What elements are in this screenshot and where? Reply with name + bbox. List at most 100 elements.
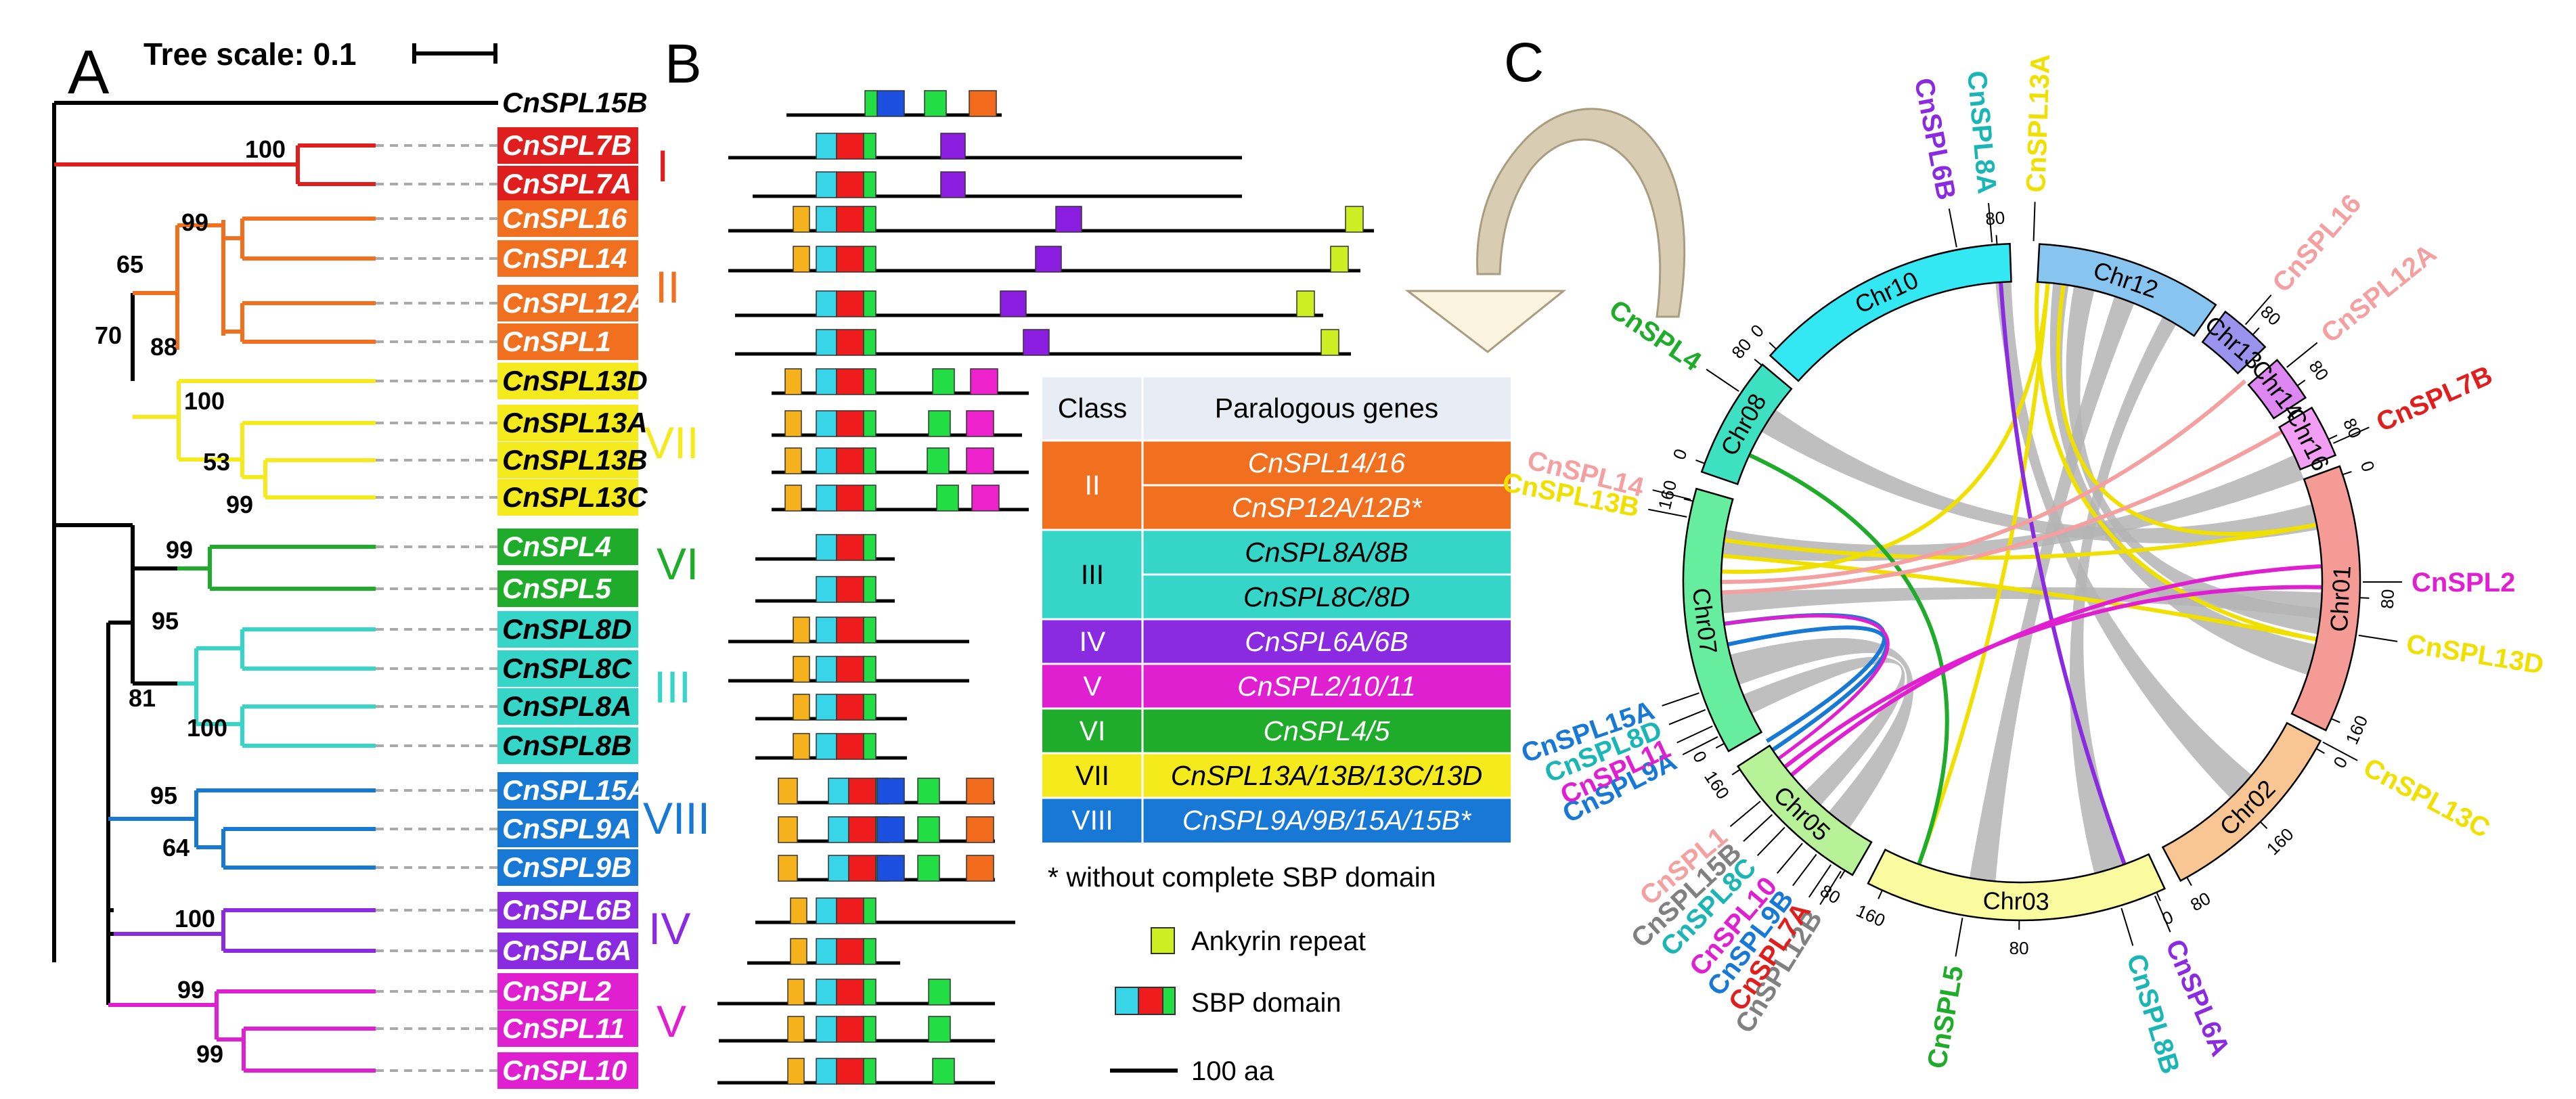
paralog-link	[1783, 585, 2322, 769]
chromosome-tick	[2259, 821, 2268, 830]
cyan-domain	[816, 485, 837, 512]
red-domain	[836, 329, 864, 356]
protein-structure	[728, 616, 969, 644]
leaf-label: CnSPL13A	[502, 407, 648, 439]
gene-label: CnSPL12A	[2315, 238, 2442, 349]
bootstrap-value: 95	[152, 607, 179, 635]
synteny-ribbon	[1969, 296, 2135, 882]
leaf-label-bg	[497, 240, 638, 277]
protein-structure	[728, 133, 1242, 160]
paralog-link	[1720, 379, 2246, 584]
gene-label: CnSPL2	[2412, 568, 2515, 598]
green-domain	[932, 1058, 955, 1085]
leaf-label-bg	[497, 570, 638, 607]
ankyrin-domain	[1296, 290, 1315, 317]
protein-structure	[719, 1016, 995, 1043]
chromosome-tick-label: 80	[2187, 888, 2214, 915]
cyan-domain	[816, 206, 837, 233]
cyan-domain	[816, 897, 837, 924]
red-domain	[836, 897, 864, 924]
bootstrap-value: 99	[177, 976, 204, 1004]
gene-marker	[1706, 368, 1739, 392]
dorange-domain	[966, 855, 994, 882]
table-class-cell: VII	[1075, 760, 1109, 791]
gene-marker	[1948, 208, 1957, 248]
bootstrap-value: 100	[187, 714, 227, 742]
green-domain	[863, 576, 876, 603]
synteny-ribbon	[1743, 656, 1905, 805]
protein-structure	[728, 656, 969, 683]
bootstrap-value: 99	[196, 1040, 223, 1068]
leaf-label-bg	[497, 849, 638, 886]
green-domain	[863, 656, 876, 683]
cyan-domain	[828, 778, 849, 805]
gene-marker	[1808, 864, 1831, 898]
green-domain	[863, 133, 876, 160]
chromosome-tick	[1769, 342, 1777, 350]
green-domain	[924, 90, 947, 117]
green-domain	[863, 329, 876, 356]
panel-a: A Tree scale: 0.1	[52, 37, 710, 1089]
chromosome-segment	[1769, 243, 2012, 382]
leaf-label-bg	[497, 688, 638, 725]
cyan-domain	[828, 855, 849, 882]
chromosome-segment	[1682, 487, 1763, 753]
leaf-label: CnSPL15A	[502, 774, 648, 806]
chromosome-name: Chr01	[2325, 565, 2356, 633]
panel-a-letter: A	[68, 38, 110, 107]
bootstrap-value: 95	[150, 782, 177, 809]
synteny-ribbon	[1761, 409, 2318, 543]
paralog-link	[1722, 554, 2317, 642]
chromosome-segment	[1736, 744, 1873, 876]
leaf-label-bg	[497, 363, 638, 399]
green-domain	[863, 447, 876, 474]
bootstrap-value: 99	[181, 208, 208, 236]
chromosome-tick-label: 80	[1727, 334, 1756, 362]
gene-marker	[1676, 725, 1713, 744]
chromosome-tick	[1695, 459, 1706, 464]
table-gene-cell: CnSPL14/16	[1248, 447, 1406, 478]
protein-structure	[772, 485, 1029, 512]
chromosome-segment	[1867, 848, 2166, 922]
red-domain	[836, 171, 864, 198]
cyan-domain	[816, 171, 837, 198]
chromosome-tick	[1754, 359, 1762, 366]
green-domain	[917, 816, 940, 843]
cyan-domain	[816, 656, 837, 683]
panel-b-letter: B	[665, 33, 702, 95]
dorange-domain	[969, 90, 997, 117]
leaf-label-bg	[497, 727, 638, 764]
blue-domain	[876, 855, 905, 882]
chromosome-tick	[2315, 748, 2325, 754]
gene-label: CnSPL6B	[1909, 76, 1961, 202]
chromosome-tick	[2328, 434, 2338, 441]
chromosome-tick	[2252, 327, 2260, 336]
chromosome-tick-label: 0	[1746, 320, 1768, 341]
leaf-label-bg	[497, 479, 638, 516]
gene-marker	[2286, 342, 2318, 368]
red-domain	[836, 485, 864, 512]
paralog-link	[2056, 284, 2317, 536]
leaf-label: CnSPL8C	[502, 652, 632, 684]
red-domain	[836, 694, 864, 721]
orange-domain	[787, 1016, 805, 1043]
sbp-legend-label: SBP domain	[1191, 988, 1341, 1018]
paralog-link	[1723, 614, 1890, 761]
chromosome-segment	[2201, 310, 2267, 375]
leaf-label: CnSPL13C	[502, 481, 648, 513]
gene-marker	[1819, 870, 1842, 905]
leaf-label: CnSPL11	[502, 1012, 625, 1044]
table-row-bg	[1042, 664, 1511, 709]
synteny-ribbon	[1722, 455, 2305, 562]
red-domain	[836, 1058, 864, 1085]
protein-structure	[755, 576, 895, 603]
orange-domain	[784, 368, 802, 395]
magenta-domain	[970, 368, 998, 395]
gene-label: CnSPL5	[1922, 964, 1970, 1071]
gene-marker	[1652, 489, 1691, 501]
bootstrap-value: 99	[226, 491, 253, 518]
chromosome-tick	[2156, 892, 2161, 901]
orange-domain	[790, 897, 807, 924]
table-footnote: * without complete SBP domain	[1048, 861, 1436, 893]
